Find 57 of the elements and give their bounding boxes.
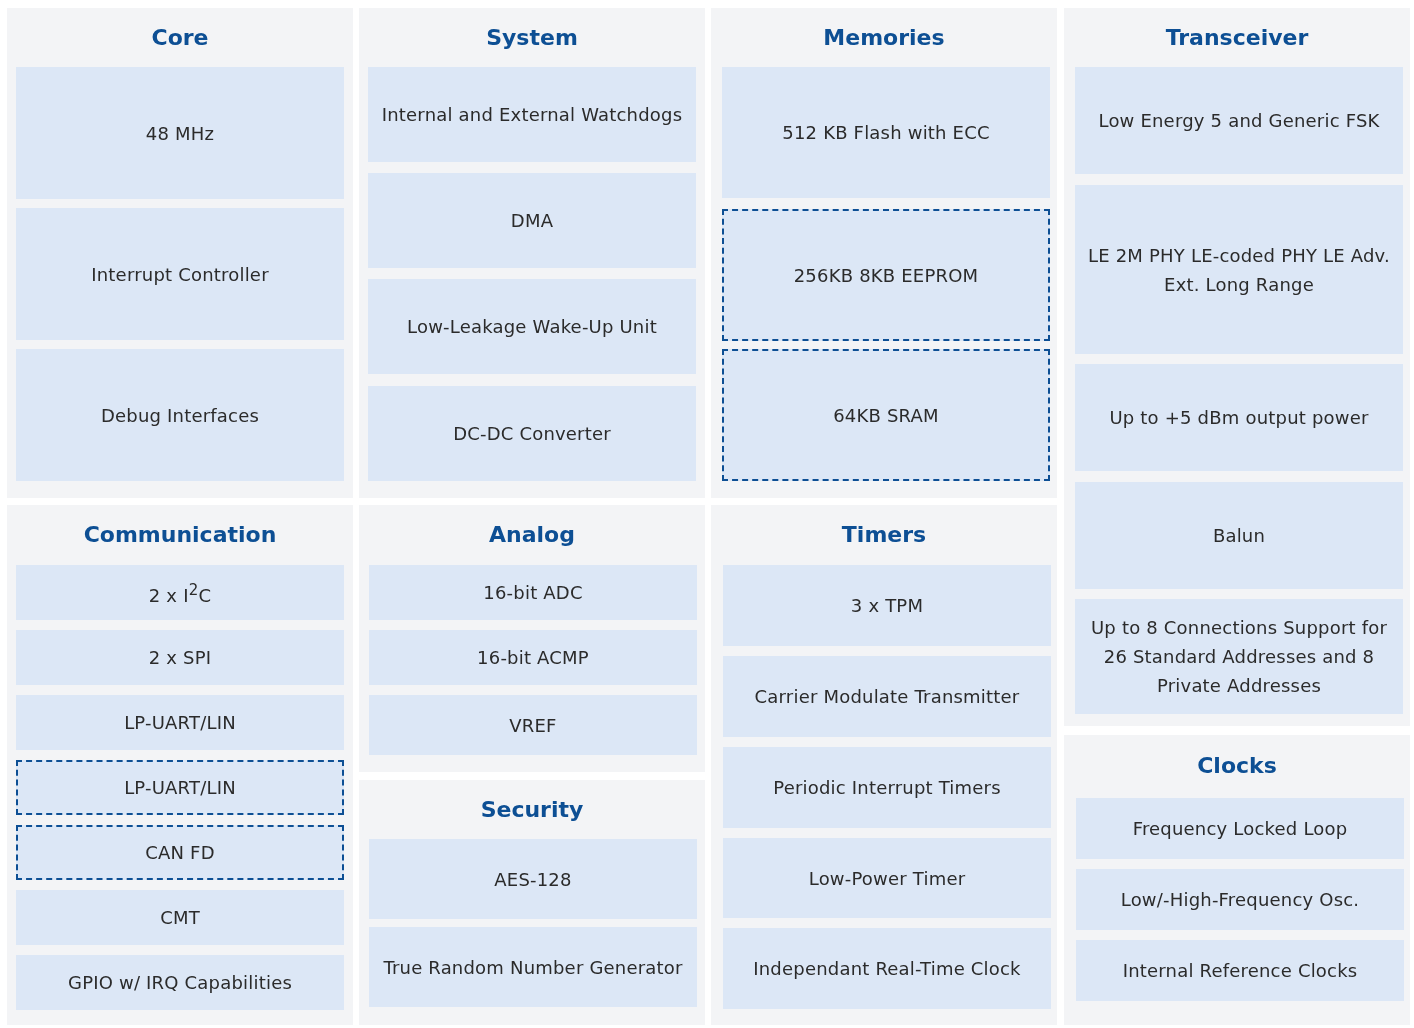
feature-label: Frequency Locked Loop <box>1131 817 1349 841</box>
group-heading: Memories <box>822 25 946 50</box>
feature-label: 16-bit ADC <box>482 581 584 605</box>
feature-label: Low Energy 5 and Generic FSK <box>1097 109 1381 133</box>
group-panel <box>359 780 705 1025</box>
feature-label: CMT <box>159 906 201 930</box>
group-panel <box>359 505 705 772</box>
group-heading: Clocks <box>1196 753 1278 778</box>
feature-label: 3 x TPM <box>849 594 925 618</box>
feature-box <box>16 760 344 815</box>
feature-label: 256KB 8KB EEPROM <box>792 263 980 288</box>
group-panel <box>1064 735 1410 1025</box>
feature-label: VREF <box>508 713 558 738</box>
group-heading: Core <box>150 25 210 50</box>
feature-label: LE 2M PHY LE-coded PHY LE Adv. Ext. Long Range <box>1087 243 1391 297</box>
feature-label: True Random Number Generator <box>382 955 684 980</box>
feature-label: Carrier Modulate Transmitter <box>753 685 1021 709</box>
group-heading: Analog <box>488 522 576 547</box>
feature-box <box>722 349 1050 481</box>
feature-label: 48 MHz <box>144 121 216 146</box>
feature-label: Internal and External Watchdogs <box>380 103 684 127</box>
feature-label: Debug Interfaces <box>99 403 261 428</box>
feature-label: Periodic Interrupt Timers <box>772 776 1002 800</box>
group-panel <box>1064 8 1410 726</box>
feature-box <box>16 825 344 880</box>
feature-label: 2 x I$^{2}$C <box>147 579 213 608</box>
feature-label: Internal Reference Clocks <box>1121 959 1359 983</box>
feature-label: Low-Leakage Wake-Up Unit <box>406 315 658 339</box>
group-panel <box>359 8 705 498</box>
group-panel <box>711 8 1057 498</box>
feature-label: LP-UART/LIN <box>123 776 237 800</box>
group-heading: Communication <box>82 522 278 547</box>
feature-label: Low-Power Timer <box>807 866 967 891</box>
feature-label: LP-UART/LIN <box>123 711 237 735</box>
feature-label: 64KB SRAM <box>832 403 940 428</box>
feature-label: 16-bit ACMP <box>476 646 590 670</box>
feature-label: Up to +5 dBm output power <box>1108 406 1370 430</box>
group-heading: Security <box>479 797 585 822</box>
feature-label: AES-128 <box>493 867 573 892</box>
feature-label: Interrupt Controller <box>90 262 270 287</box>
feature-label: 512 KB Flash with ECC <box>781 121 991 145</box>
feature-label: CAN FD <box>144 841 216 865</box>
feature-label: GPIO w/ IRQ Capabilities <box>67 971 293 995</box>
feature-label: Up to 8 Connections Support for 26 Standard Addresses and 8 Private Addresses <box>1089 616 1389 698</box>
group-heading: System <box>485 25 579 50</box>
feature-label: Balun <box>1211 524 1267 548</box>
group-panel <box>7 8 353 498</box>
feature-label: DMA <box>509 209 555 233</box>
group-heading: Transceiver <box>1164 25 1310 50</box>
group-heading: Timers <box>840 522 928 547</box>
feature-label: 2 x SPI <box>147 646 213 670</box>
feature-label: Low/-High-Frequency Osc. <box>1119 888 1361 912</box>
feature-box <box>722 209 1050 341</box>
group-panel <box>711 505 1057 1025</box>
feature-label: Independant Real-Time Clock <box>752 957 1022 981</box>
group-panel <box>7 505 353 1025</box>
feature-label: DC-DC Converter <box>452 422 612 446</box>
